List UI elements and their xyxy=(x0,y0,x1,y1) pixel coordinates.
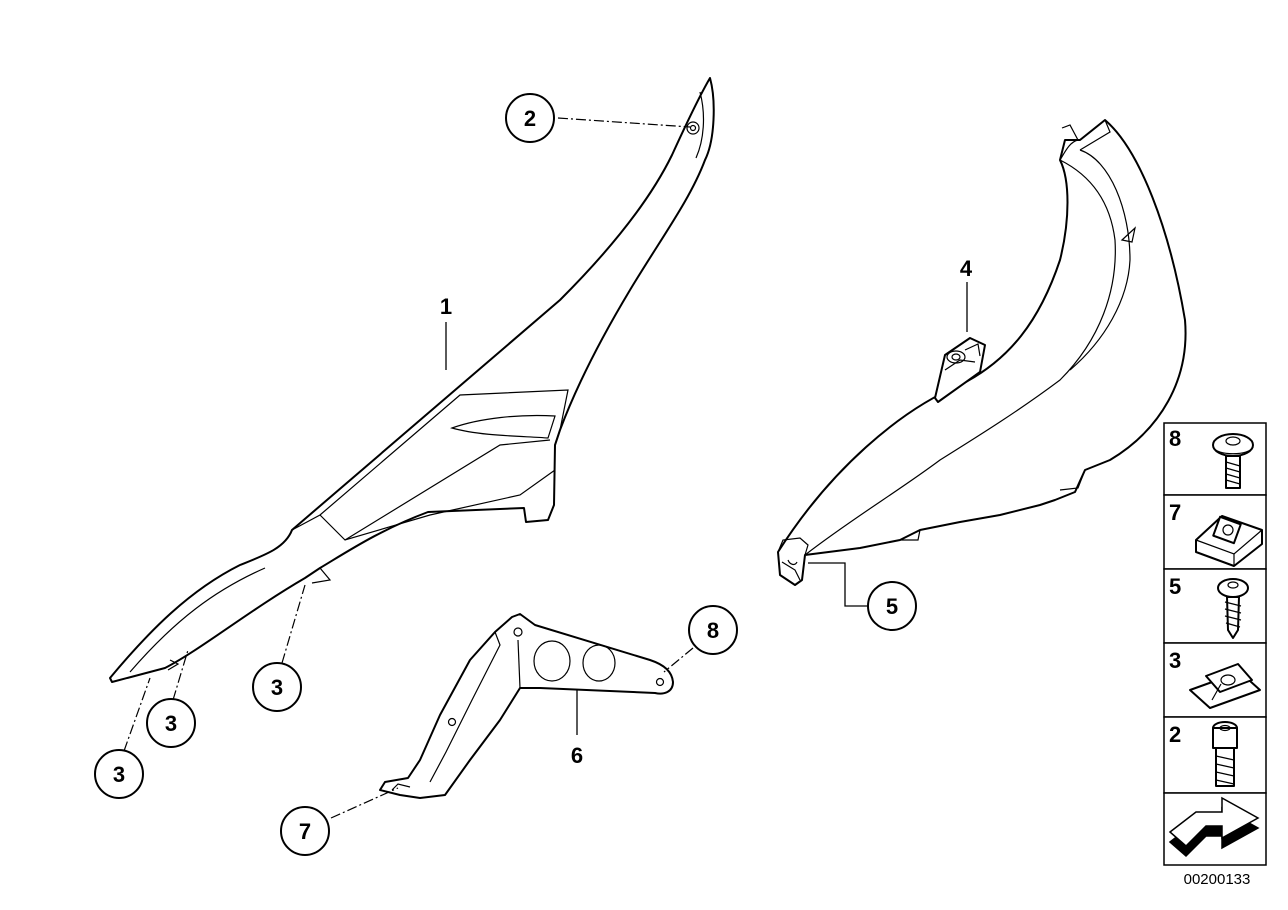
legend-item-5: 5 xyxy=(1163,568,1267,644)
callout-3-c: 3 xyxy=(94,749,144,799)
legend-item-3: 3 xyxy=(1163,642,1267,718)
callout-3-b-label: 3 xyxy=(165,711,177,736)
callout-4-label: 4 xyxy=(960,256,973,281)
callout-8-label: 8 xyxy=(707,618,719,643)
direction-arrow-icon xyxy=(1168,796,1260,858)
legend-item-3-number: 3 xyxy=(1169,648,1181,673)
legend-item-5-number: 5 xyxy=(1169,574,1181,599)
callout-1-label: 1 xyxy=(440,294,452,319)
callout-5: 5 xyxy=(867,581,917,631)
legend-item-8: 8 xyxy=(1163,422,1267,496)
callout-3-c-label: 3 xyxy=(113,762,125,787)
legend-item-2: 2 xyxy=(1163,716,1267,794)
part-6-bracket xyxy=(379,613,674,799)
callout-2: 2 xyxy=(505,93,555,143)
callout-2-label: 2 xyxy=(524,106,536,131)
callout-6: 6 xyxy=(571,743,583,768)
leader-lines xyxy=(123,117,968,819)
document-number: 00200133 xyxy=(1184,871,1251,888)
legend-item-8-number: 8 xyxy=(1169,426,1181,451)
callout-4: 4 xyxy=(960,256,973,281)
part-4-clip xyxy=(934,337,986,403)
clip-nut-icon xyxy=(1195,515,1263,567)
callout-6-label: 6 xyxy=(571,743,583,768)
legend-arrow-cell xyxy=(1163,792,1267,866)
legend: 8 7 5 xyxy=(1163,422,1267,866)
callout-7: 7 xyxy=(280,806,330,856)
callout-7-label: 7 xyxy=(299,819,311,844)
callout-5-label: 5 xyxy=(886,594,898,619)
legend-item-2-number: 2 xyxy=(1169,722,1181,747)
part-1-left-side-panel xyxy=(109,77,715,683)
callout-3-b: 3 xyxy=(146,698,196,748)
part-5-right-side-panel xyxy=(777,119,1187,586)
self-tapping-screw-icon xyxy=(1217,578,1249,639)
callout-3-a: 3 xyxy=(252,662,302,712)
button-head-screw-icon xyxy=(1212,433,1254,489)
spring-clip-icon xyxy=(1189,663,1261,709)
legend-item-7: 7 xyxy=(1163,494,1267,570)
callout-1: 1 xyxy=(440,294,452,319)
hex-socket-screw-icon xyxy=(1212,721,1238,787)
callout-3-a-label: 3 xyxy=(271,675,283,700)
callout-8: 8 xyxy=(688,605,738,655)
legend-item-7-number: 7 xyxy=(1169,500,1181,525)
